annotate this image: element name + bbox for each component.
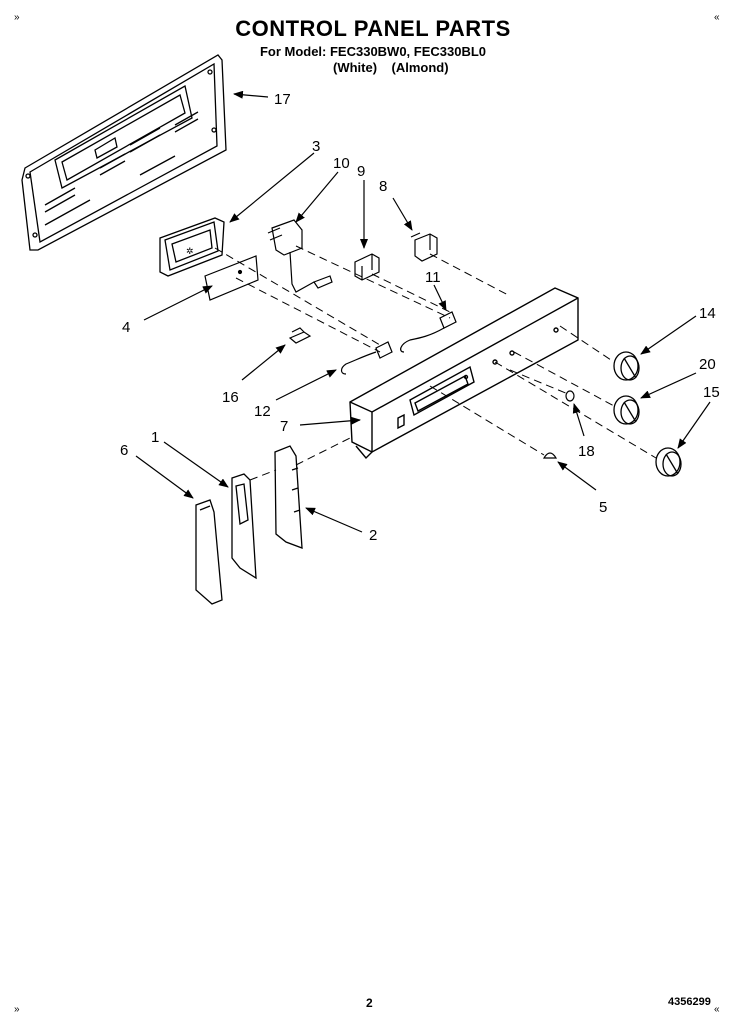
callout-17: 17 xyxy=(274,91,291,108)
end-cap-part-1 xyxy=(231,473,257,580)
callout-16: 16 xyxy=(222,389,239,406)
wire-connector-part xyxy=(400,311,457,353)
clock-display-part: ✲ xyxy=(159,217,225,277)
callout-18: 18 xyxy=(578,443,595,460)
clip-part xyxy=(288,327,312,344)
knob-part-14 xyxy=(613,351,640,381)
model-line: For Model: FEC330BW0, FEC330BL0 xyxy=(259,44,487,59)
callout-9: 9 xyxy=(357,163,365,180)
callout-11: 11 xyxy=(425,269,441,286)
callout-3: 3 xyxy=(312,138,320,155)
control-panel-part xyxy=(349,287,579,460)
knob-part-15 xyxy=(655,447,682,477)
callout-8: 8 xyxy=(379,178,387,195)
rear-panel-part xyxy=(21,54,227,251)
svg-text:✲: ✲ xyxy=(186,246,194,256)
callout-6: 6 xyxy=(120,442,128,459)
diagram-title: CONTROL PANEL PARTS xyxy=(235,16,511,41)
oven-switch-part xyxy=(267,219,333,293)
callout-4: 4 xyxy=(122,319,130,336)
callout-15: 15 xyxy=(703,384,720,401)
end-cap-part-2 xyxy=(274,445,303,549)
corner-mark-bottom-left: » xyxy=(14,1004,20,1015)
page-number: 2 xyxy=(366,996,373,1010)
corner-mark-top-left: » xyxy=(14,12,20,23)
knob-part-20 xyxy=(613,395,640,425)
end-cap-part-6 xyxy=(195,499,223,605)
lens-part xyxy=(204,255,259,301)
callout-2: 2 xyxy=(369,527,377,544)
callout-14: 14 xyxy=(699,305,716,322)
corner-mark-bottom-right: « xyxy=(714,1004,720,1015)
callout-arrows xyxy=(135,90,711,533)
color-variants: (White) (Almond) xyxy=(333,60,449,75)
plug-button-part xyxy=(542,452,558,459)
callout-numbers: 17 3 10 9 8 11 4 16 12 7 14 20 15 18 5 6… xyxy=(120,91,720,544)
spacer-part xyxy=(565,390,575,402)
relay-part xyxy=(354,253,380,281)
selector-switch-part xyxy=(410,232,438,262)
callout-1: 1 xyxy=(151,429,159,446)
corner-mark-top-right: « xyxy=(714,12,720,23)
callout-5: 5 xyxy=(599,499,607,516)
callout-10: 10 xyxy=(333,155,350,172)
document-number: 4356299 xyxy=(668,996,711,1008)
callout-20: 20 xyxy=(699,356,716,373)
callout-7: 7 xyxy=(280,418,288,435)
callout-12: 12 xyxy=(254,403,271,420)
harness-plug-part xyxy=(340,341,393,375)
